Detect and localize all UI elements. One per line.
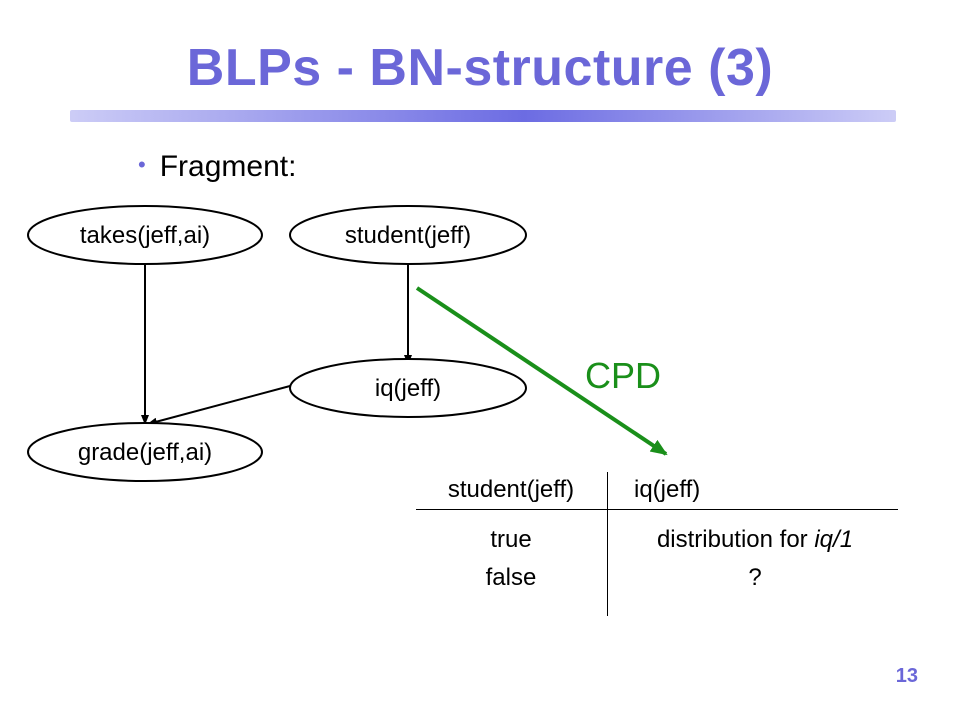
- cpd-column-divider: [607, 472, 608, 616]
- cpd-row-1-iq-text: distribution for: [656, 526, 815, 553]
- bullet-item: • Fragment:: [138, 150, 296, 184]
- node-label-takes: takes(jeff,ai): [80, 222, 210, 249]
- cpd-header-student: student(jeff): [447, 476, 575, 503]
- cpd-row-2-iq: ?: [610, 564, 900, 592]
- node-label-iq: iq(jeff): [375, 375, 441, 402]
- bullet-icon: •: [138, 152, 146, 177]
- cpd-arrow: [415, 286, 668, 456]
- node-grade: grade(jeff,ai): [27, 422, 263, 482]
- node-takes: takes(jeff,ai): [27, 205, 263, 265]
- cpd-header-iq: iq(jeff): [634, 476, 701, 503]
- slide-title: BLPs - BN-structure (3): [186, 39, 774, 97]
- cpd-label: CPD: [585, 355, 661, 396]
- node-label-student: student(jeff): [345, 222, 471, 249]
- bullet-text: Fragment:: [159, 150, 297, 183]
- cpd-row-2-student: false: [485, 564, 537, 591]
- node-student: student(jeff): [289, 205, 527, 265]
- cpd-row-2-iq-text: ?: [748, 564, 762, 591]
- cpd-row-1-iq: distribution for iq/1: [610, 526, 900, 554]
- cpd-row-1-student: true: [490, 526, 532, 553]
- page-number: 13: [895, 665, 918, 687]
- node-label-grade: grade(jeff,ai): [78, 439, 212, 466]
- edge-iq-grade: [147, 385, 291, 426]
- node-iq: iq(jeff): [289, 358, 527, 418]
- title-underline: [70, 110, 896, 122]
- cpd-row-1-iq-italic: iq/1: [814, 526, 854, 553]
- cpd-header-divider: [416, 509, 898, 510]
